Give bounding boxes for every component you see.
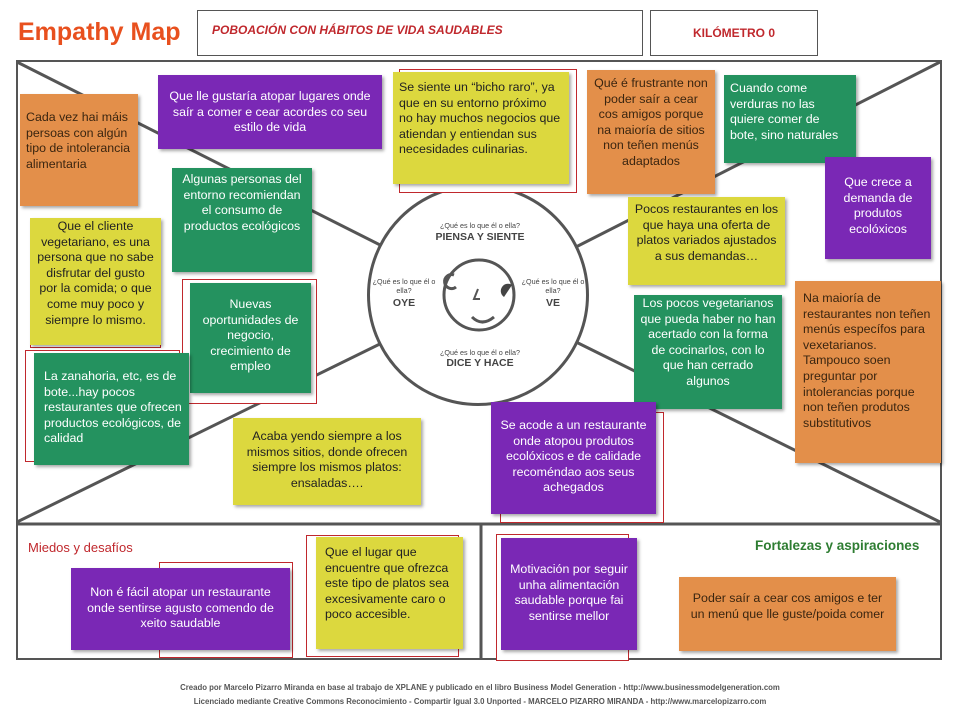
face-icon xyxy=(442,258,516,332)
diagonal-bottom-right xyxy=(571,338,941,524)
note-expensive: Que el lugar que encuentre que ofrezca e… xyxy=(316,537,463,649)
diagonal-bottom-left xyxy=(16,338,389,524)
diagonal-top-left xyxy=(16,60,391,252)
hear-question: ¿Qué es lo que él o ella? xyxy=(372,277,436,295)
note-closed-restaurants: Los pocos vegetarianos que pueda haber n… xyxy=(634,295,782,409)
say-question: ¿Qué es lo que él o ella? xyxy=(440,348,520,357)
note-bicho-raro: Se siente un “bicho raro”, ya que en su … xyxy=(393,72,569,184)
note-vegetarian-opinion: Que el cliente vegetariano, es una perso… xyxy=(30,218,161,345)
footer-credit-line2: Licenciado mediante Creative Commons Rec… xyxy=(193,697,767,706)
note-eco-demand: Que crece a demanda de produtos ecolóxic… xyxy=(825,157,931,259)
note-eco-recommend: Algunas personas del entorno recomiendan… xyxy=(172,168,312,272)
see-label: VE xyxy=(545,297,560,309)
subject-text: POBOACIÓN CON HÁBITOS DE VIDA SAUDABLES xyxy=(212,23,503,37)
subject-box xyxy=(197,10,643,56)
map-frame xyxy=(16,60,942,660)
footer-credit-line1: Creado por Marcelo Pizarro Miranda en ba… xyxy=(180,683,780,692)
note-frustration: Qué é frustrante non poder saír a cear c… xyxy=(587,70,715,194)
note-dinner-friends: Poder saír a cear cos amigos e ter un me… xyxy=(679,577,896,651)
think-label: PIENSA Y SIENTE xyxy=(435,231,525,243)
note-few-restaurants: Pocos restaurantes en los que haya una o… xyxy=(628,197,785,285)
hear-label: OYE xyxy=(392,297,416,309)
note-motivation: Motivación por seguir unha alimentación … xyxy=(501,538,637,650)
strengths-label: Fortalezas y aspiraciones xyxy=(755,538,920,553)
fears-label: Miedos y desafíos xyxy=(28,540,133,555)
say-label: DICE Y HACE xyxy=(446,357,514,369)
location-text: KILÓMETRO 0 xyxy=(692,26,775,40)
location-box xyxy=(650,10,818,56)
note-same-places: Acaba yendo siempre a los mismos sitios,… xyxy=(233,418,421,505)
note-recommends-restaurant: Se acode a un restaurante onde atopou pr… xyxy=(491,402,656,514)
note-intolerance: Cada vez hai máis persoas con algún tipo… xyxy=(20,94,138,206)
note-natural-veg: Cuando come verduras no las quiere comer… xyxy=(724,75,856,163)
see-question: ¿Qué es lo que él o ella? xyxy=(521,277,585,295)
page-title: Empathy Map xyxy=(18,18,181,46)
note-business-opportunities: Nuevas oportunidades de negocio, crecimi… xyxy=(190,283,311,393)
note-places-wish: Que lle gustaría atopar lugares onde saí… xyxy=(158,75,382,149)
note-no-veg-menus: Na maioría de restaurantes non teñen men… xyxy=(795,281,941,463)
think-question: ¿Qué es lo que él o ella? xyxy=(440,221,520,230)
note-hard-to-find: Non é fácil atopar un restaurante onde s… xyxy=(71,568,290,650)
note-canned-veg: La zanahoria, etc, es de bote...hay poco… xyxy=(34,353,189,465)
center-circle xyxy=(367,184,589,406)
